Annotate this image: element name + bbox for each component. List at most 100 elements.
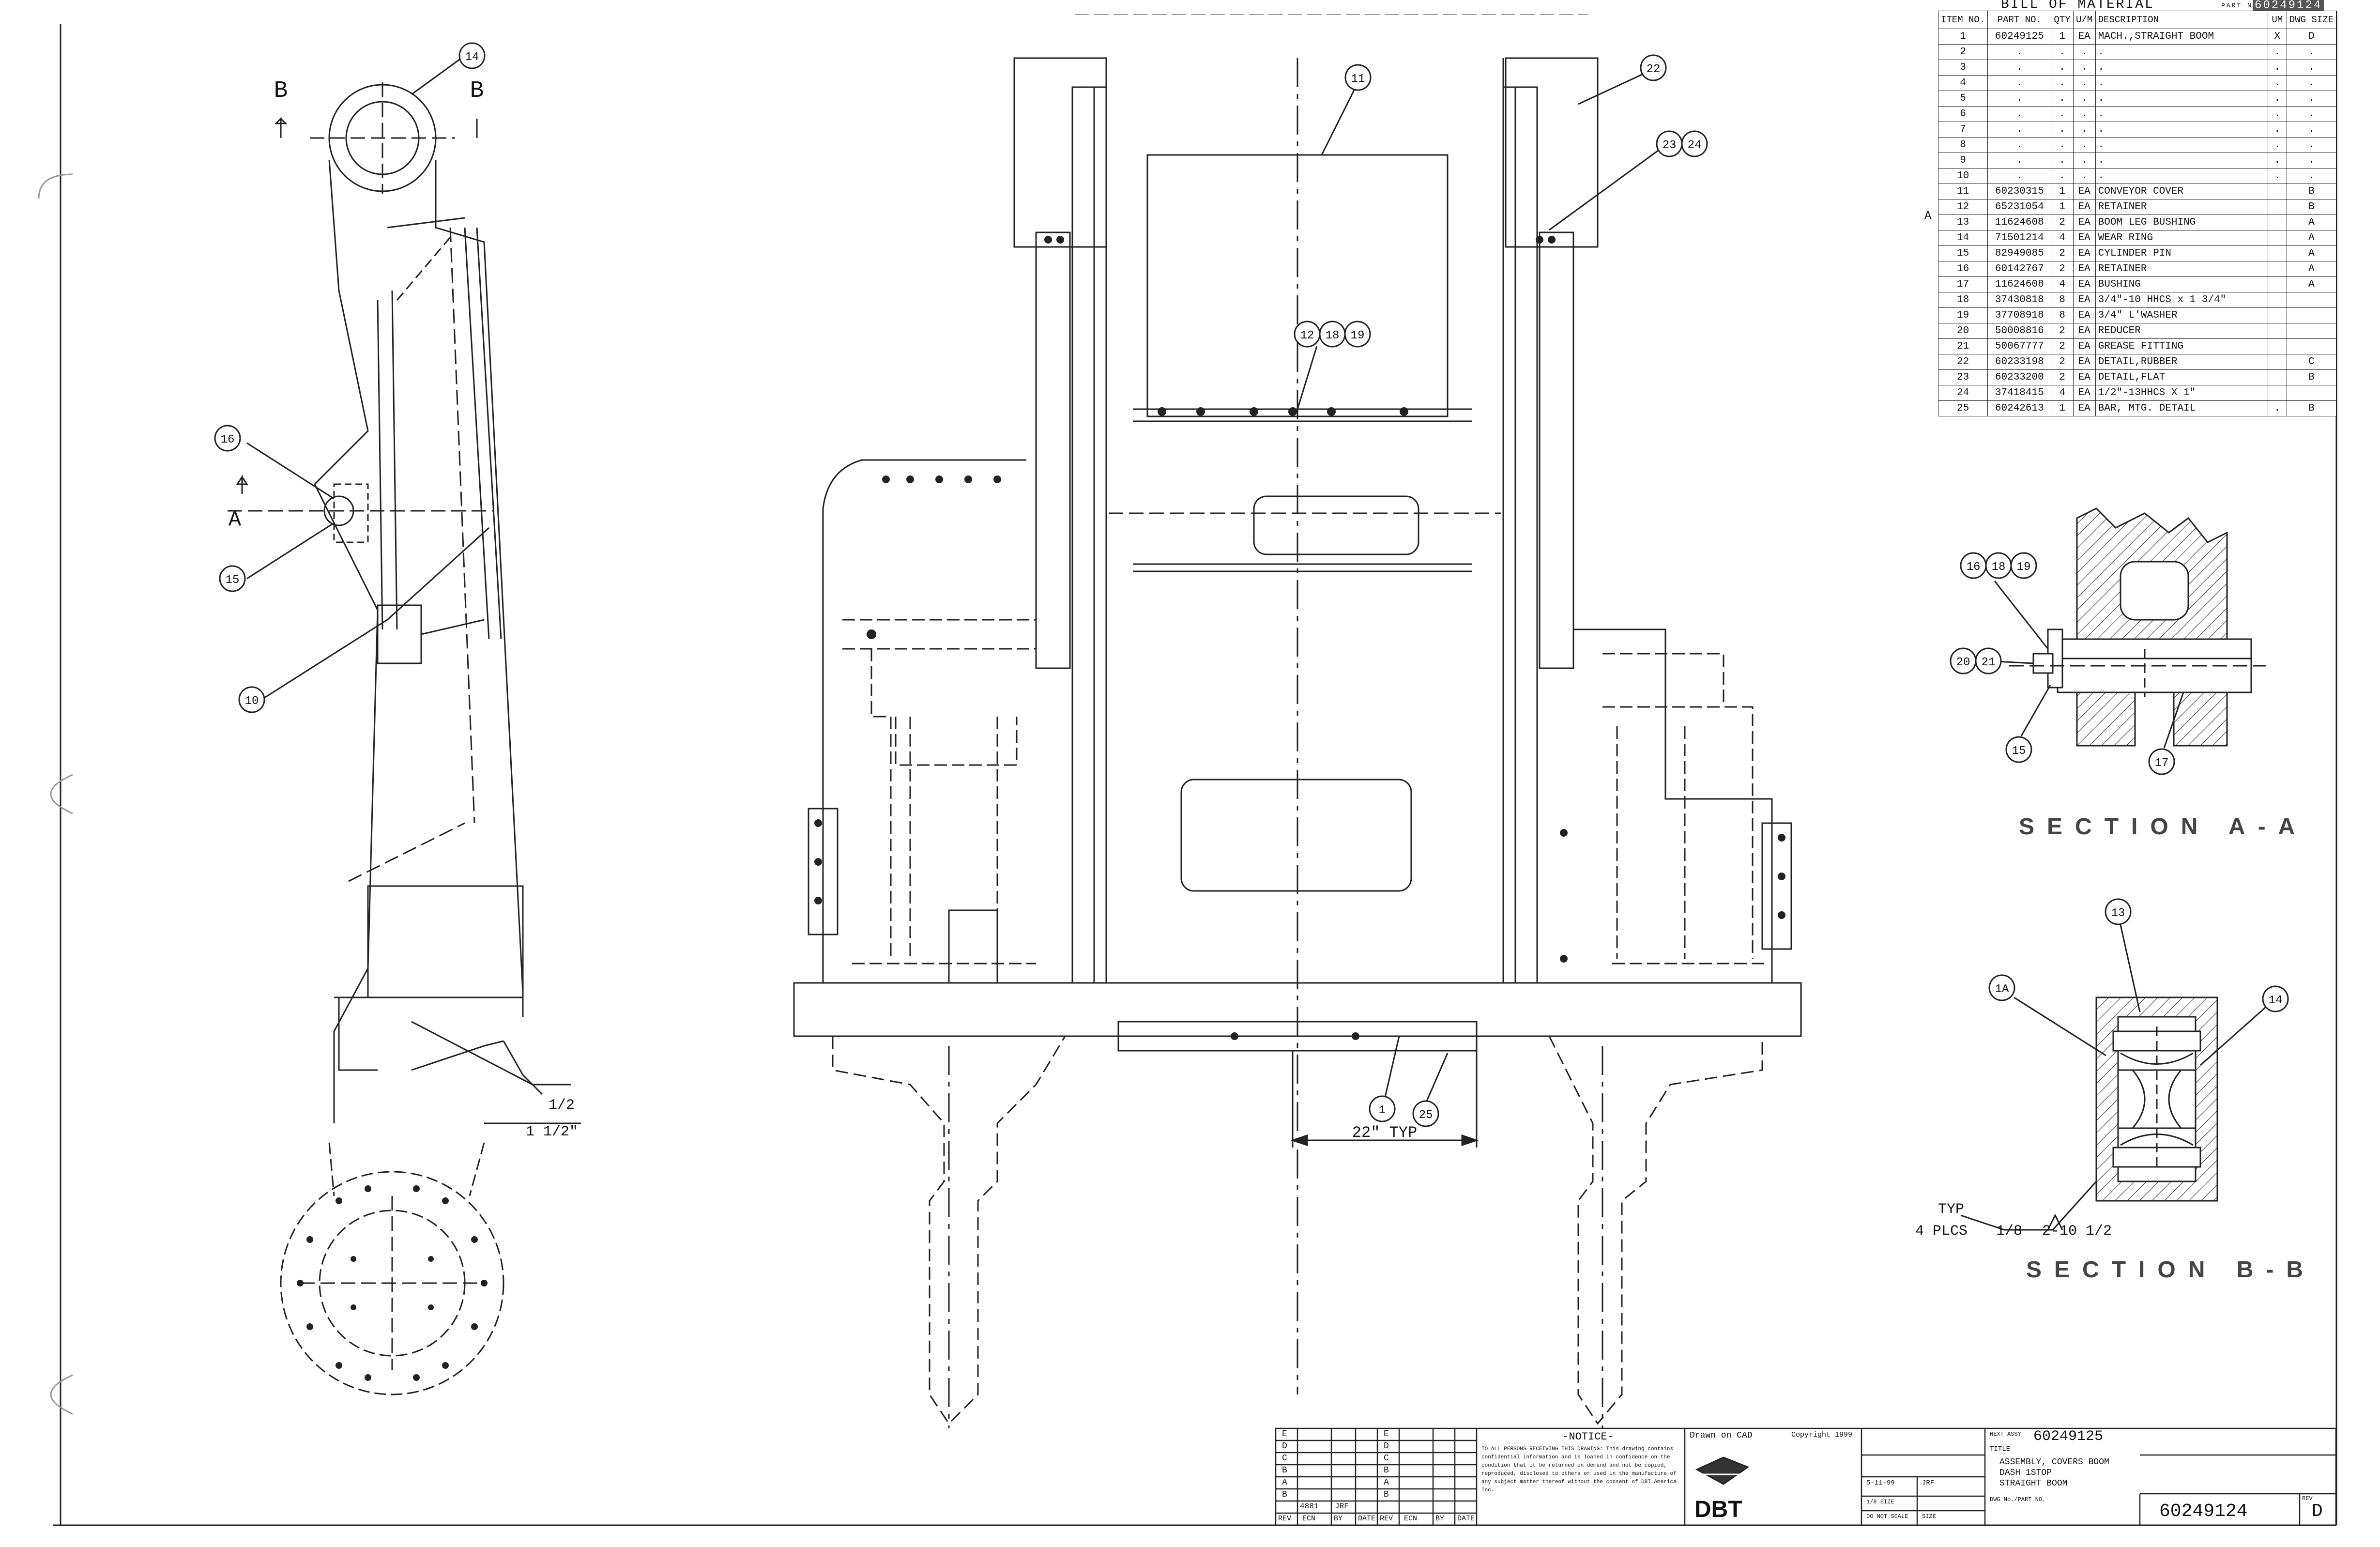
bom-cell: 17: [1938, 276, 1988, 292]
bom-cell: EA: [2073, 369, 2096, 385]
bom-cell: 3/4" L'WASHER: [2095, 307, 2268, 323]
bom-cell: .: [2286, 60, 2337, 76]
bom-cell: B: [2286, 184, 2337, 199]
bom-cell: 4: [2051, 276, 2074, 292]
bom-cell: 19: [1938, 307, 1988, 323]
bom-cell: 1: [2051, 184, 2074, 199]
bom-cell: 60233200: [1987, 369, 2052, 385]
bom-cell: X: [2267, 29, 2287, 45]
side-view: [228, 55, 581, 1395]
section-bb-drawing: [1960, 924, 2266, 1231]
bom-cell: [2267, 184, 2287, 199]
title-line-1: ASSEMBLY, COVERS BOOM: [1999, 1457, 2109, 1467]
rev-a-entry: 4881: [1300, 1502, 1319, 1511]
bom-cell: 5: [1938, 91, 1988, 107]
bom-cell: WEAR RING: [2095, 230, 2268, 246]
bom-cell: 50067777: [1987, 338, 2052, 354]
bom-cell: 65231054: [1987, 199, 2052, 215]
bom-cell: .: [2267, 137, 2287, 153]
bom-row: 5......: [1938, 91, 2337, 107]
bom-cell: A: [2286, 276, 2337, 292]
bom-cell: [2286, 292, 2337, 308]
bom-cell: EA: [2073, 184, 2096, 199]
next-assy-value: 60249125: [2033, 1428, 2104, 1445]
bom-cell: .: [1987, 168, 2052, 184]
bom-cell: B: [2286, 400, 2337, 416]
bom-cell: 60230315: [1987, 184, 2052, 199]
rev-label: REV: [2302, 1495, 2313, 1502]
size-label: SIZE: [1922, 1513, 1936, 1520]
bom-cell: A: [2286, 214, 2337, 230]
bom-cell: EA: [2073, 230, 2096, 246]
dwg-no-value: 60249124: [2159, 1501, 2248, 1522]
bom-cell: 25: [1938, 400, 1988, 416]
bom-cell: MACH.,STRAIGHT BOOM: [2095, 29, 2268, 45]
bom-cell: BAR, MTG. DETAIL: [2095, 400, 2268, 416]
bom-cell: .: [2073, 168, 2096, 184]
bom-cell: 60142767: [1987, 261, 2052, 277]
bom-cell: .: [2073, 122, 2096, 138]
bom-cell: 2: [2051, 338, 2074, 354]
bom-cell: .: [2051, 60, 2074, 76]
bom-cell: .: [1987, 153, 2052, 168]
bom-cell: C: [2286, 354, 2337, 370]
bom-cell: .: [2286, 122, 2337, 138]
bom-cell: 23: [1938, 369, 1988, 385]
bom-cell: 20: [1938, 323, 1988, 339]
bom-cell: .: [2267, 91, 2287, 107]
bom-cell: .: [2073, 106, 2096, 122]
drawn-by-field: JRF: [1922, 1479, 1935, 1487]
front-view-fasteners: [814, 236, 1785, 1040]
bom-cell: EA: [2073, 261, 2096, 277]
bom-cell: .: [2095, 153, 2268, 168]
bom-cell: 8: [1938, 137, 1988, 153]
dbt-logo-icon: [1695, 1456, 1750, 1485]
bom-cell: .: [2095, 122, 2268, 138]
rev-letter-right: E: [1384, 1429, 1389, 1439]
bom-cell: .: [2051, 91, 2074, 107]
bom-cell: .: [2267, 168, 2287, 184]
bom-cell: EA: [2073, 214, 2096, 230]
rev-header: BY: [1334, 1515, 1343, 1523]
bom-cell: .: [1987, 106, 2052, 122]
bom-cell: .: [2267, 60, 2287, 76]
bom-cell: .: [2095, 91, 2268, 107]
bom-cell: 4: [2051, 230, 2074, 246]
bom-header-cell: QTY: [2051, 11, 2074, 29]
bom-part-no-label: PART NO.: [2221, 2, 2263, 9]
bom-cell: [2267, 338, 2287, 354]
bom-cell: 7: [1938, 122, 1988, 138]
bom-cell: .: [1987, 60, 2052, 76]
bom-cell: .: [2267, 153, 2287, 168]
bom-cell: 50008816: [1987, 323, 2052, 339]
bom-cell: .: [2267, 122, 2287, 138]
bom-cell: .: [2267, 400, 2287, 416]
bom-cell: 6: [1938, 106, 1988, 122]
bom-cell: 16: [1938, 261, 1988, 277]
bom-cell: [2267, 369, 2287, 385]
bom-cell: 11: [1938, 184, 1988, 199]
bom-cell: EA: [2073, 338, 2096, 354]
bom-cell: .: [2095, 106, 2268, 122]
rev-letter-right: C: [1384, 1454, 1389, 1463]
bom-cell: .: [1987, 91, 2052, 107]
bom-cell: 21: [1938, 338, 1988, 354]
rev-header: DATE: [1358, 1515, 1376, 1523]
rev-header: DATE: [1457, 1515, 1475, 1523]
dwg-no-label: DWG No./PART NO.: [1990, 1496, 2046, 1503]
bom-cell: 22: [1938, 354, 1988, 370]
bom-cell: .: [2051, 122, 2074, 138]
bom-cell: 4: [1938, 75, 1988, 91]
bom-cell: D: [2286, 29, 2337, 45]
bom-cell: .: [2051, 168, 2074, 184]
bom-cell: 18: [1938, 292, 1988, 308]
section-aa-drawing: [1987, 507, 2266, 749]
